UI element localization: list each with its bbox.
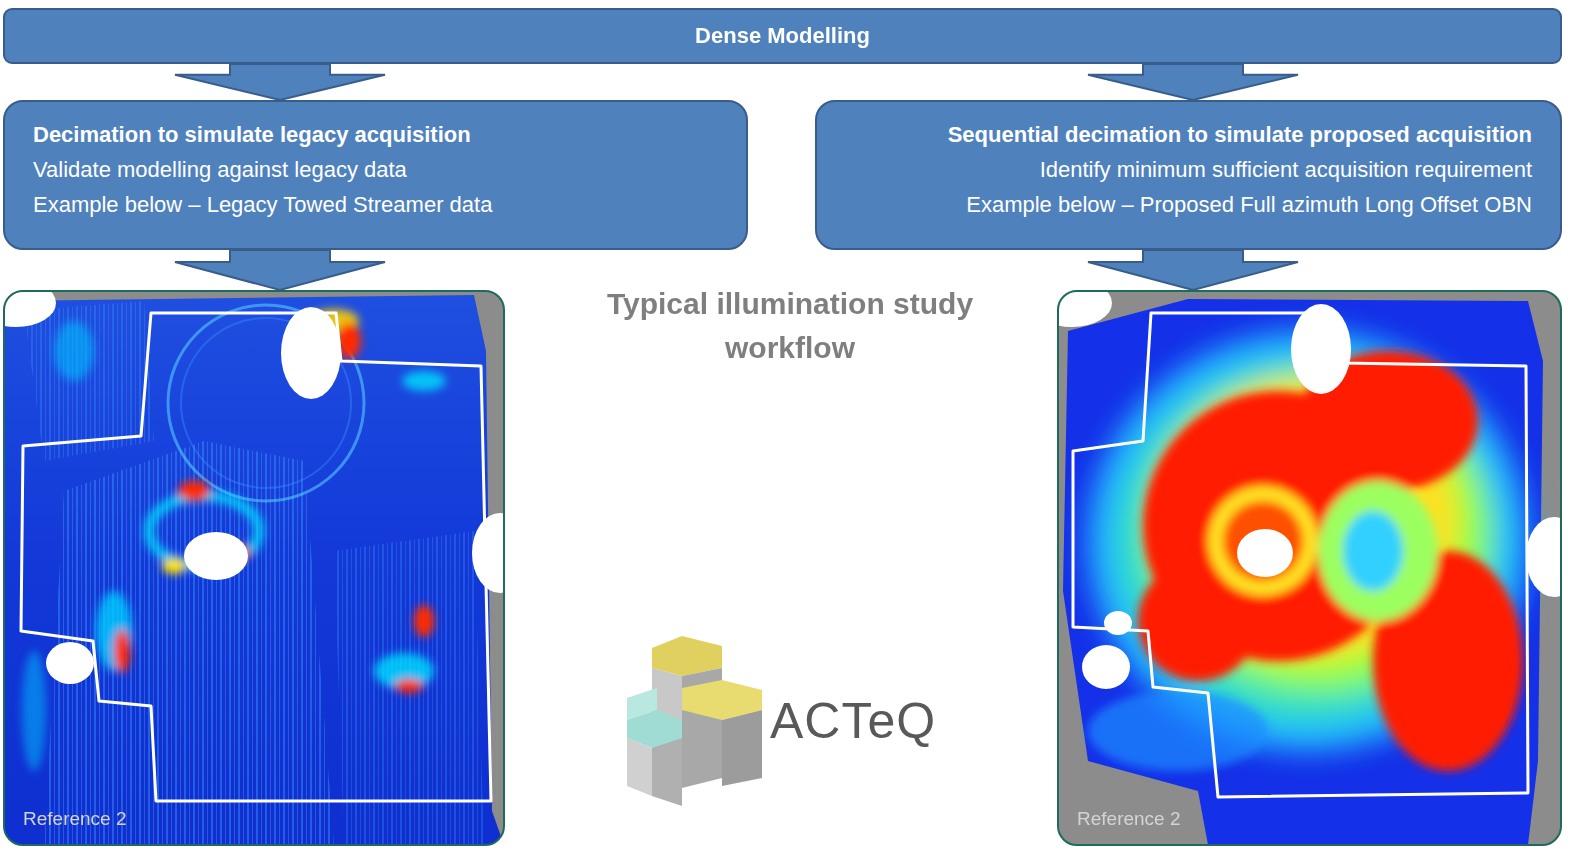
band-title: Dense Modelling	[695, 23, 870, 49]
reference-note: Reference 2	[23, 808, 127, 830]
illumination-map	[4, 291, 504, 845]
block-arrow	[175, 64, 385, 100]
block-arrow	[1088, 250, 1298, 290]
box-heading: Decimation to simulate legacy acquisitio…	[33, 117, 471, 152]
box-body-line: Validate modelling against legacy data	[33, 152, 407, 187]
map-panel: Reference 2	[3, 290, 505, 846]
box-body-line: Example below – Proposed Full azimuth Lo…	[966, 187, 1532, 222]
reference-note: Reference 2	[1077, 808, 1181, 830]
box-body-line: Example below – Legacy Towed Streamer da…	[33, 187, 492, 222]
process-band: Dense Modelling	[3, 8, 1562, 64]
block-arrow	[175, 250, 385, 290]
illumination-map	[1058, 291, 1561, 845]
process-box: Sequential decimation to simulate propos…	[815, 100, 1562, 250]
process-box: Decimation to simulate legacy acquisitio…	[3, 100, 748, 250]
logo-text: ACTeQ	[770, 692, 936, 750]
box-body-line: Identify minimum sufficient acquisition …	[1040, 152, 1532, 187]
box-heading: Sequential decimation to simulate propos…	[948, 117, 1532, 152]
map-panel: Reference 2	[1057, 290, 1562, 846]
logo-symbol	[622, 628, 772, 808]
diagram-title: Typical illumination study workflow	[600, 282, 980, 370]
block-arrow	[1088, 64, 1298, 100]
